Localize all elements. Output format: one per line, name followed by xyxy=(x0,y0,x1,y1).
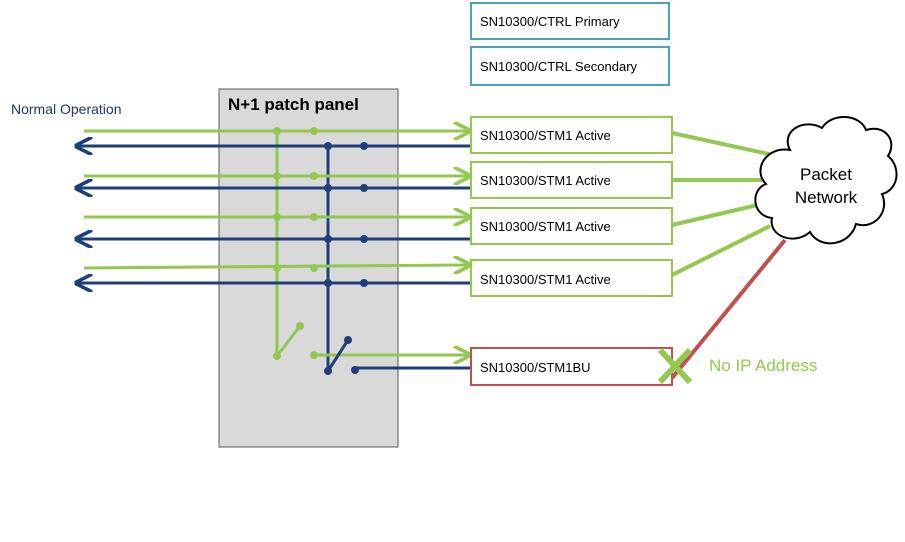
packet-network-label-line-1: Packet xyxy=(800,165,852,184)
ctrl-secondary-label: SN10300/CTRL Secondary xyxy=(480,59,638,74)
stm1-active-box-2: SN10300/STM1 Active xyxy=(470,161,673,199)
navy-junction-dots xyxy=(324,142,368,287)
stm1-active-label-2: SN10300/STM1 Active xyxy=(480,173,611,188)
backup-link-red xyxy=(670,238,787,380)
ctrl-primary-box: SN10300/CTRL Primary xyxy=(470,2,670,40)
green-junction-dots xyxy=(273,127,318,272)
stm1-active-label-1: SN10300/STM1 Active xyxy=(480,128,611,143)
ctrl-primary-label: SN10300/CTRL Primary xyxy=(480,14,620,29)
stm1-active-box-1: SN10300/STM1 Active xyxy=(470,116,673,154)
stm1-active-label-3: SN10300/STM1 Active xyxy=(480,219,611,234)
stm1-active-box-4: SN10300/STM1 Active xyxy=(470,259,673,297)
navy-backup-switch xyxy=(324,336,470,375)
patch-panel-title: N+1 patch panel xyxy=(228,95,359,114)
stm1-active-box-3: SN10300/STM1 Active xyxy=(470,207,673,245)
stm1-active-label-4: SN10300/STM1 Active xyxy=(480,272,611,287)
stm1-bu-box: SN10300/STM1BU xyxy=(470,347,673,386)
network-links xyxy=(671,131,779,277)
packet-network-label-line-2: Network xyxy=(795,188,858,207)
packet-network-cloud: Packet Network xyxy=(754,115,898,245)
stm1-bu-label: SN10300/STM1BU xyxy=(480,360,591,375)
no-ip-cross-icon xyxy=(657,347,693,385)
normal-operation-label: Normal Operation xyxy=(11,101,122,117)
no-ip-address-label: No IP Address xyxy=(709,356,817,375)
ctrl-secondary-box: SN10300/CTRL Secondary xyxy=(470,46,670,86)
